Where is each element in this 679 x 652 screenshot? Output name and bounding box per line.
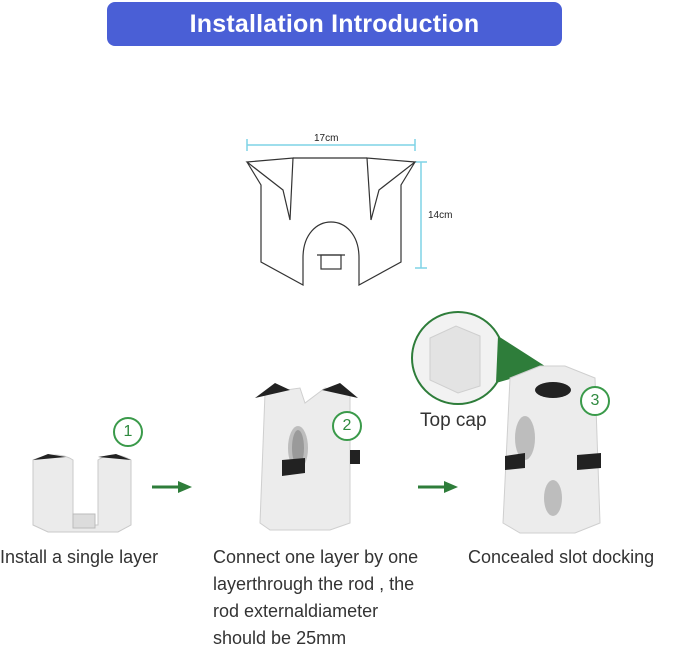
step-2-badge: 2 [332, 411, 362, 441]
dimension-drawing [245, 139, 427, 287]
step-3-caption: Concealed slot docking [468, 547, 655, 567]
arrow-right-icon [418, 481, 458, 493]
step-1-badge: 1 [113, 417, 143, 447]
title-banner: Installation Introduction [107, 2, 562, 46]
stacked-with-cap-image [502, 365, 601, 534]
step-1-caption: Install a single layer [0, 547, 159, 567]
width-label: 17cm [314, 133, 339, 144]
single-layer-image [32, 454, 132, 533]
arrow-right-icon [152, 481, 192, 493]
step-3-badge: 3 [580, 386, 610, 416]
step-2-caption: Connect one layer by one layerthrough th… [213, 547, 419, 648]
stacked-layers-image [255, 383, 360, 531]
top-cap-label: Top cap [420, 410, 487, 431]
height-label: 14cm [428, 210, 453, 221]
page-title: Installation Introduction [189, 9, 480, 38]
